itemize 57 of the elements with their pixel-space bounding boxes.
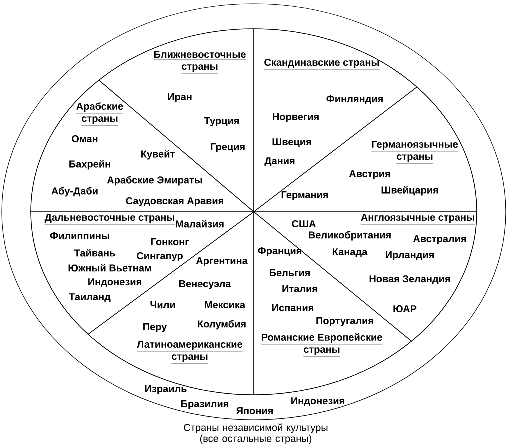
country-label: Абу-Даби	[52, 187, 98, 197]
country-label: Австралия	[413, 236, 466, 244]
ring-caption: Страны независимой культуры (все остальные страны)	[184, 424, 328, 444]
country-label: Аргентина	[196, 258, 248, 266]
country-label: Оман	[72, 135, 98, 143]
country-label: Кувейт	[142, 150, 175, 160]
country-label: Норвегия	[273, 114, 319, 122]
inner-ellipse	[30, 28, 478, 396]
country-label: Венесуэла	[179, 280, 232, 290]
country-label: Австрия	[349, 170, 390, 180]
country-label: Иран	[168, 94, 192, 102]
country-label: Швейцария	[382, 186, 438, 196]
sector-heading: Арабские страны	[76, 102, 124, 126]
sector-heading: Англоязычные страны	[360, 214, 476, 225]
country-label: Филиппины	[50, 232, 110, 240]
country-label: Гонконг	[151, 238, 189, 246]
country-label: Бахрейн	[70, 160, 110, 170]
country-label: Чили	[150, 302, 176, 308]
country-label: Колумбия	[198, 320, 246, 330]
sector-heading: Романские Европейские страны	[261, 333, 383, 357]
sector-heading: Ближневосточные страны	[154, 51, 246, 74]
country-label: Греция	[211, 144, 245, 152]
country-label: Малайзия	[176, 220, 224, 228]
outer-ellipse	[2, 4, 506, 444]
country-label: Мексика	[205, 302, 246, 308]
sector-heading: Латиноамериканские страны	[136, 341, 244, 364]
country-label: Арабские Эмираты	[107, 176, 202, 186]
country-label: Индонезия	[292, 398, 344, 406]
country-label: Бельгия	[270, 270, 310, 276]
country-label: Тайвань	[74, 249, 116, 257]
country-label: Португалия	[316, 318, 374, 326]
country-label: Великобритания	[309, 231, 391, 241]
country-label: Саудовская Аравия	[126, 197, 224, 207]
country-label: Ирландия	[386, 252, 434, 260]
country-label: Таиланд	[69, 294, 111, 302]
country-label: ЮАР	[394, 305, 417, 313]
sector-heading: Германоязычные страны	[371, 141, 459, 164]
country-label: Южный Вьетнам	[68, 264, 152, 272]
sector-heading: Скандинавские страны	[264, 59, 380, 70]
country-label: Испания	[272, 304, 314, 312]
country-label: Финляндия	[326, 96, 383, 104]
country-label: Канада	[333, 248, 368, 258]
country-label: Сингапур	[137, 252, 183, 262]
country-label: Индонезия	[88, 278, 142, 288]
country-label: Германия	[282, 192, 328, 200]
country-label: США	[292, 220, 316, 228]
country-label: Дания	[264, 158, 295, 166]
country-label: Бразилия	[181, 400, 229, 410]
country-label: Перу	[144, 324, 168, 332]
country-label: Новая Зеландия	[370, 276, 450, 284]
country-label: Италия	[282, 286, 318, 292]
sector-heading: Дальневосточные страны	[44, 214, 176, 225]
country-label: Израиль	[145, 386, 187, 394]
country-label: Швеция	[272, 138, 312, 148]
country-label: Франция	[258, 248, 302, 256]
country-label: Турция	[204, 118, 240, 126]
country-label: Япония	[236, 408, 273, 414]
